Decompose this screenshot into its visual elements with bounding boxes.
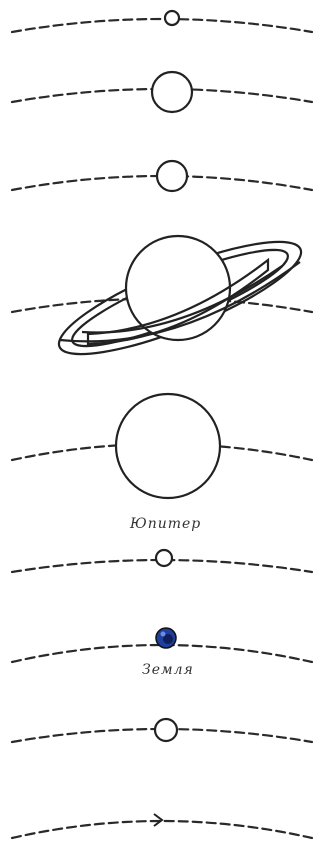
orbit-1: [12, 19, 312, 32]
earth-planet: [156, 628, 176, 648]
jupiter-planet: [116, 394, 220, 498]
planet-6: [156, 550, 172, 566]
planet-1: [165, 11, 179, 25]
planet-8: [155, 719, 177, 741]
jupiter-label: Юпитер: [129, 516, 201, 532]
orbit-9: [12, 821, 312, 838]
planet-3: [157, 161, 187, 191]
ringed-planet: [48, 221, 312, 374]
earth-label: Земля: [142, 662, 194, 678]
planet-2: [152, 72, 192, 112]
